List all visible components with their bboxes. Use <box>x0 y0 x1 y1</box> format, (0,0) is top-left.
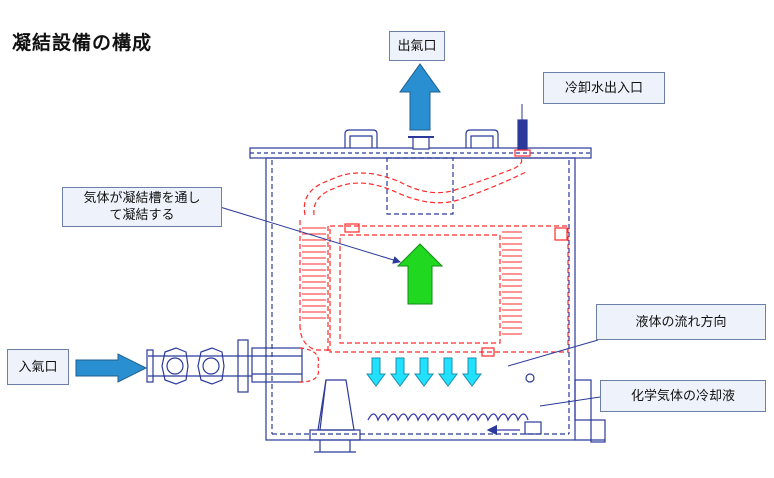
coil-fins <box>302 227 522 335</box>
chemical-coolant-label: 化学気体の冷却液 <box>600 380 766 412</box>
coolant-connector <box>514 119 531 157</box>
coolant-port-label: 冷卸水出入口 <box>543 72 665 104</box>
drain-fitting <box>524 373 542 435</box>
inlet-label: 入氣口 <box>7 349 69 385</box>
flow-direction-label-text: 液体の流れ方向 <box>635 315 727 330</box>
outlet-label-text: 出氣口 <box>397 39 437 54</box>
gas-flow-arrow <box>396 243 444 305</box>
condenser-coil <box>299 157 569 353</box>
leader-lines <box>219 104 601 407</box>
outlet-arrow <box>399 63 441 131</box>
inlet-arrow <box>75 353 148 383</box>
tank-body <box>265 157 606 443</box>
flow-direction-label: 液体の流れ方向 <box>596 304 766 340</box>
outlet-label: 出氣口 <box>389 31 445 61</box>
coil-fittings <box>344 223 568 357</box>
coolant-port-label-text: 冷卸水出入口 <box>564 81 643 96</box>
gas-condense-label-line1: 気体が凝結槽を通し <box>83 191 201 206</box>
chemical-coolant-label-text: 化学気体の冷却液 <box>630 389 735 404</box>
inlet-pipe <box>146 339 320 393</box>
bottom-support <box>309 379 361 453</box>
liquid-flow-arrows <box>366 357 482 387</box>
coolant-liquid <box>367 413 529 422</box>
gas-condense-label-line2: て凝結する <box>109 208 175 223</box>
outlet-pipe <box>386 136 454 215</box>
lid-handles <box>344 129 499 148</box>
page-title: 凝結設備の構成 <box>12 32 153 54</box>
inlet-label-text: 入氣口 <box>18 360 58 375</box>
gas-condense-label: 気体が凝結槽を通し て凝結する <box>62 187 222 227</box>
